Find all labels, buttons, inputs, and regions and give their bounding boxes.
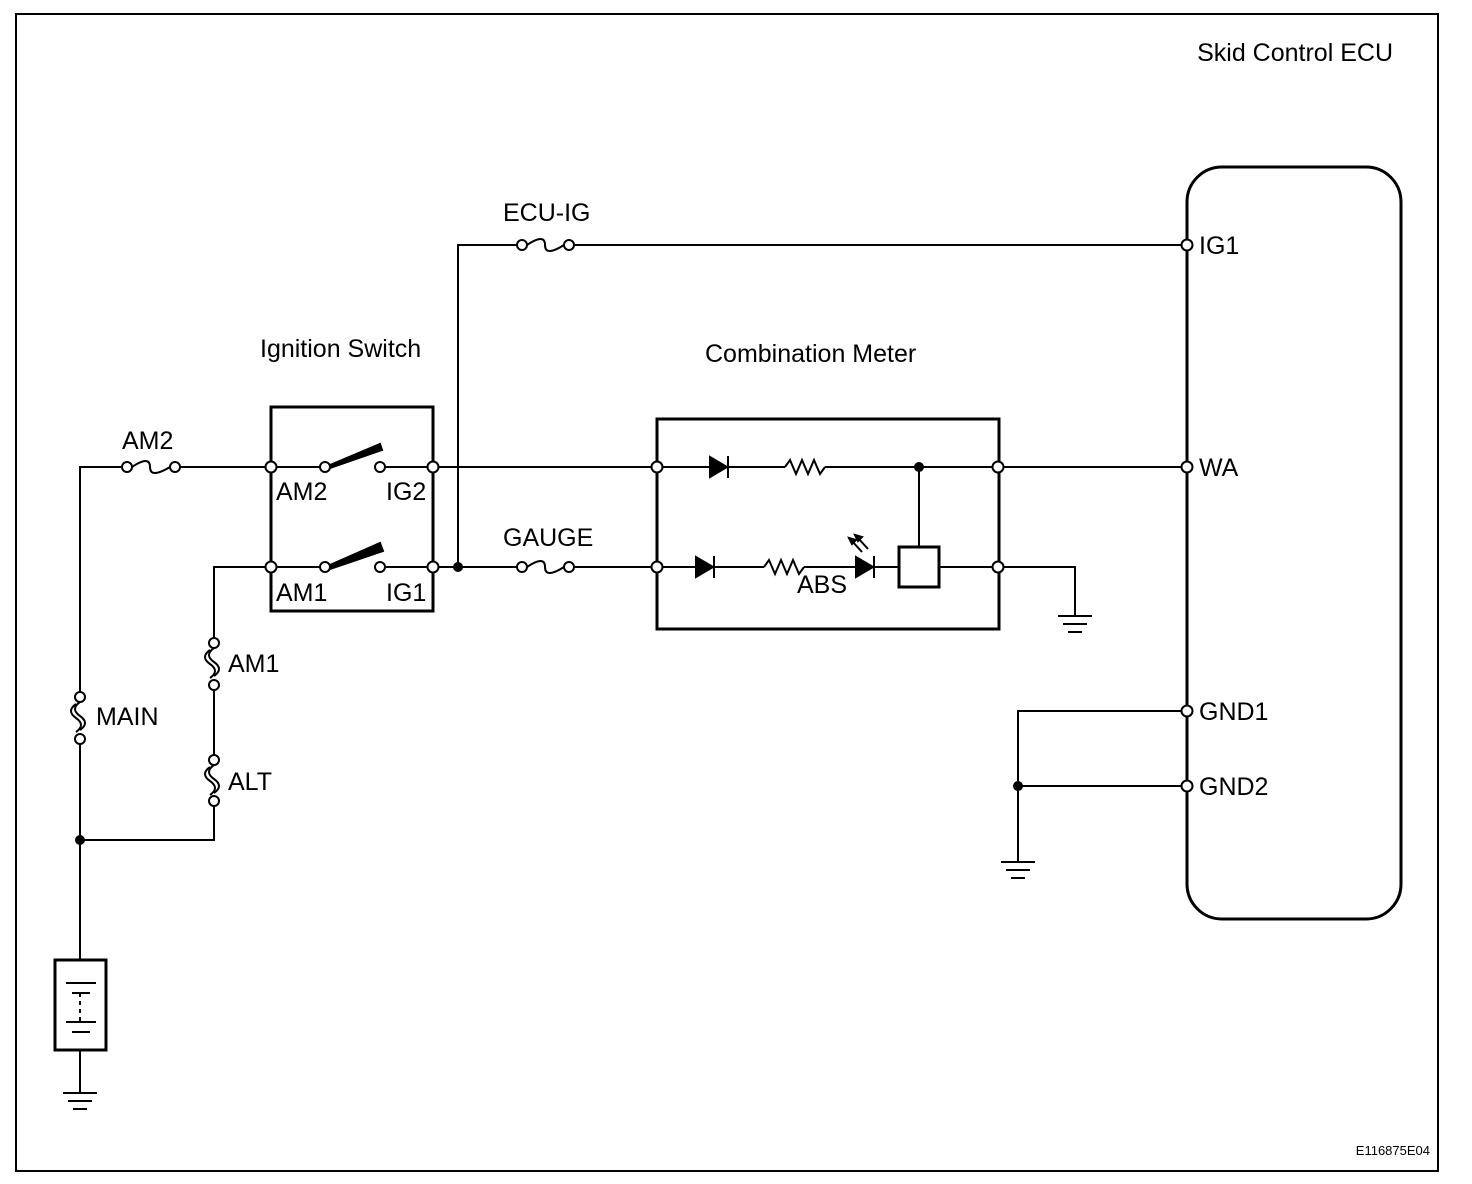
ecu-pin-gnd2-label: GND2 xyxy=(1199,773,1268,801)
ecu-pin-gnd2-terminal xyxy=(1180,779,1194,793)
fusible-link-alt-label: ALT xyxy=(228,768,272,796)
ign-sw-am1-contact xyxy=(319,561,331,573)
meter-lower-resistor xyxy=(763,557,805,577)
ign-sw-am2-label: AM2 xyxy=(276,478,327,506)
fuse-gauge-symbol xyxy=(516,560,575,574)
meter-upper-in-terminal xyxy=(650,460,664,474)
meter-upper-diode xyxy=(709,455,729,479)
fusible-link-main-label: MAIN xyxy=(96,703,159,731)
ign-sw-am2-terminal xyxy=(264,460,278,474)
ign-sw-lower-blade xyxy=(329,541,385,571)
wire-meter-ground xyxy=(1003,566,1076,616)
ecu-pin-gnd1-label: GND1 xyxy=(1199,698,1268,726)
fusible-link-am1-symbol xyxy=(204,637,220,691)
battery-icon xyxy=(53,958,108,1052)
fusible-link-alt-symbol xyxy=(204,754,220,807)
ecu-pin-wa-terminal xyxy=(1180,460,1194,474)
ign-sw-am1-terminal xyxy=(264,560,278,574)
wire-main-to-am2 xyxy=(79,466,122,693)
ign-sw-ig1-label: IG1 xyxy=(386,579,426,607)
ecu-ground-icon xyxy=(1001,861,1035,879)
figure-code: E116875E04 xyxy=(1356,1143,1430,1158)
meter-relay-block xyxy=(897,545,941,589)
fuse-am2-symbol xyxy=(121,460,181,474)
ign-sw-am1-label: AM1 xyxy=(276,579,327,607)
ignition-switch-title: Ignition Switch xyxy=(260,335,421,363)
ign-sw-ig1-contact xyxy=(374,561,386,573)
diagram-frame xyxy=(15,13,1439,1172)
fuse-gauge-label: GAUGE xyxy=(503,524,593,552)
abs-indicator-label: ABS xyxy=(797,571,847,599)
meter-lower-diode xyxy=(695,555,715,579)
ign-sw-ig2-terminal xyxy=(426,460,440,474)
ign-sw-ig2-contact xyxy=(374,461,386,473)
wire-alt-to-bus xyxy=(80,806,215,841)
combination-meter-box xyxy=(655,417,1001,631)
meter-lower-in-terminal xyxy=(650,560,664,574)
meter-ground-icon xyxy=(1058,615,1092,633)
skid-control-ecu xyxy=(1185,165,1403,921)
fuse-am2-label: AM2 xyxy=(122,427,173,455)
ign-sw-am2-contact xyxy=(319,461,331,473)
fuse-ecu-ig-label: ECU-IG xyxy=(503,199,591,227)
ecu-pin-gnd1-terminal xyxy=(1180,704,1194,718)
gnd-junction-dot xyxy=(1013,781,1023,791)
wire-gnd1 xyxy=(1017,710,1181,862)
meter-lower-out-terminal xyxy=(991,560,1005,574)
ecu-pin-wa-label: WA xyxy=(1199,454,1239,482)
ecu-title: Skid Control ECU xyxy=(1197,39,1393,67)
main-bus-junction-dot xyxy=(75,835,85,845)
fusible-link-am1-label: AM1 xyxy=(228,650,279,678)
wire-ecu-ig-feed xyxy=(457,244,517,567)
junction-ig1-dot xyxy=(453,562,463,572)
fuse-ecu-ig-symbol xyxy=(516,238,575,252)
ignition-switch-box xyxy=(269,405,435,613)
ign-sw-ig2-label: IG2 xyxy=(386,478,426,506)
fusible-link-main-symbol xyxy=(70,691,86,745)
ign-sw-ig1-terminal xyxy=(426,560,440,574)
ign-sw-upper-blade xyxy=(329,442,384,470)
ecu-pin-ig1-terminal xyxy=(1180,238,1194,252)
meter-upper-out-terminal xyxy=(991,460,1005,474)
battery-ground-icon xyxy=(63,1092,97,1110)
wire-am1-feed xyxy=(213,566,266,638)
abs-warning-led-icon xyxy=(847,533,875,579)
ecu-pin-ig1-label: IG1 xyxy=(1199,232,1239,260)
meter-upper-resistor xyxy=(784,457,826,477)
combination-meter-title: Combination Meter xyxy=(705,340,916,368)
